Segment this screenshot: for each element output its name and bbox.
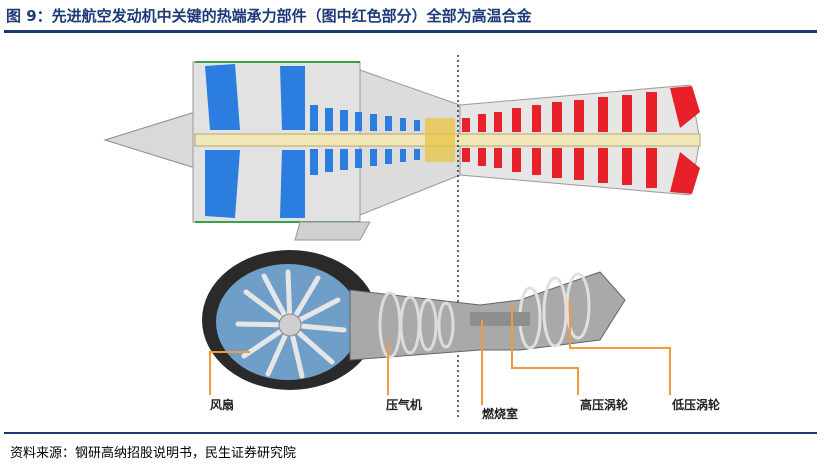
source-note: 资料来源：钢研高纳招股说明书，民生证券研究院	[10, 446, 297, 461]
source-rule	[4, 432, 817, 434]
callout-lines	[209, 300, 671, 405]
engine-cross-section	[103, 61, 701, 241]
label-combustor: 燃烧室	[482, 407, 519, 421]
label-fan: 风扇	[210, 398, 235, 412]
label-compressor: 压气机	[386, 398, 423, 412]
label-hp-turbine: 高压涡轮	[580, 398, 629, 412]
figure-title: 图 9：先进航空发动机中关键的热端承力部件（图中红色部分）全部为高温合金	[6, 7, 532, 25]
label-lp-turbine: 低压涡轮	[672, 398, 721, 412]
engine-cutaway-illustration	[202, 250, 626, 390]
title-rule	[4, 30, 817, 33]
